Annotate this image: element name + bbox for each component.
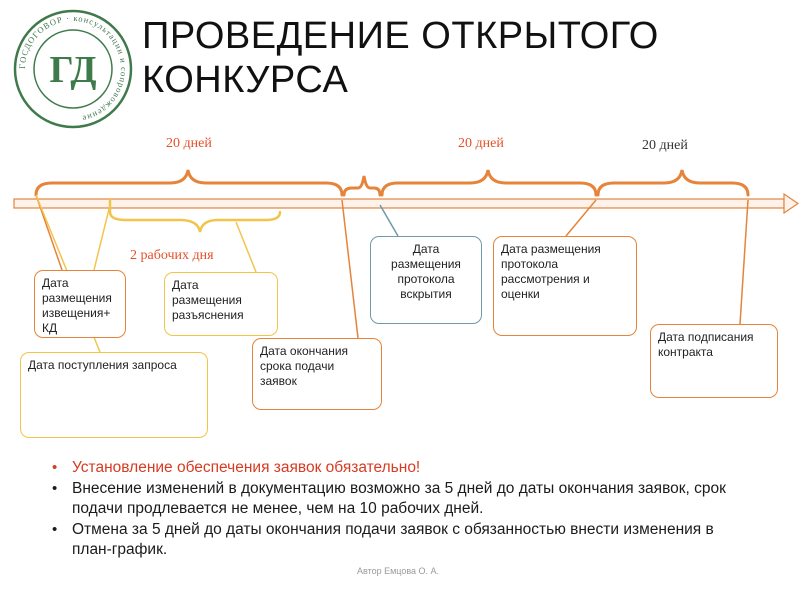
box-clarify-date: Дата размещения разъяснения	[164, 272, 278, 336]
box-contract-date: Дата подписания контракта	[650, 324, 778, 398]
connector-clarify	[235, 221, 257, 273]
box-deadline-date: Дата окончания срока подачи заявок	[252, 338, 382, 410]
box-request-text: Дата поступления запроса	[28, 358, 177, 372]
note-item: • Установление обеспечения заявок обязат…	[50, 458, 740, 478]
note-item: • Внесение изменений в документацию возм…	[50, 479, 740, 519]
bullet-dot-icon: •	[52, 459, 58, 476]
connector-contract	[739, 199, 749, 325]
note-text: Отмена за 5 дней до даты окончания подач…	[72, 521, 714, 558]
brace-working-days	[108, 198, 282, 233]
box-request-date: Дата поступления запроса	[20, 352, 208, 438]
box-deadline-text: Дата окончания срока подачи заявок	[260, 344, 349, 388]
note-text: Установление обеспечения заявок обязател…	[72, 459, 421, 476]
bullet-dot-icon: •	[52, 480, 58, 497]
box-review-text: Дата размещения протокола рассмотрения и…	[501, 242, 601, 301]
box-opening-text: Дата размещения протокола вскрытия	[391, 242, 461, 301]
note-item: • Отмена за 5 дней до даты окончания под…	[50, 520, 740, 560]
box-notice-date: Дата размещения извещения+ КД	[34, 270, 126, 338]
brace-period-1	[34, 169, 344, 197]
title-line-1: ПРОВЕДЕНИЕ ОТКРЫТОГО	[142, 15, 659, 57]
connector-opening	[379, 204, 399, 237]
period-label-1: 20 дней	[166, 136, 212, 151]
author-footer: Автор Емцова О. А.	[357, 566, 440, 576]
brace-period-3	[596, 169, 750, 197]
connector-notice-2	[93, 204, 111, 271]
brace-small	[342, 175, 382, 197]
bullet-dot-icon: •	[52, 521, 58, 538]
box-opening-date: Дата размещения протокола вскрытия	[370, 236, 482, 324]
period-label-3: 20 дней	[642, 138, 688, 153]
logo-letters: ГД	[50, 49, 97, 91]
company-logo: ГОСДОГОВОР · консультации и сопровождени…	[13, 9, 133, 129]
page-title: ПРОВЕДЕНИЕ ОТКРЫТОГО КОНКУРСА	[142, 14, 659, 102]
box-clarify-text: Дата размещения разъяснения	[172, 278, 244, 322]
timeline-arrow	[13, 192, 800, 215]
connector-review	[565, 199, 597, 237]
period-label-2: 20 дней	[458, 136, 504, 151]
connector-deadline	[341, 199, 359, 339]
box-notice-text: Дата размещения извещения+ КД	[42, 276, 112, 335]
note-text: Внесение изменений в документацию возмож…	[72, 480, 726, 517]
notes-list: • Установление обеспечения заявок обязат…	[50, 458, 740, 561]
box-review-date: Дата размещения протокола рассмотрения и…	[493, 236, 637, 336]
brace-period-2	[380, 169, 598, 197]
title-line-2: КОНКУРСА	[142, 59, 349, 101]
working-days-label: 2 рабочих дня	[130, 248, 214, 263]
box-contract-text: Дата подписания контракта	[658, 330, 754, 359]
